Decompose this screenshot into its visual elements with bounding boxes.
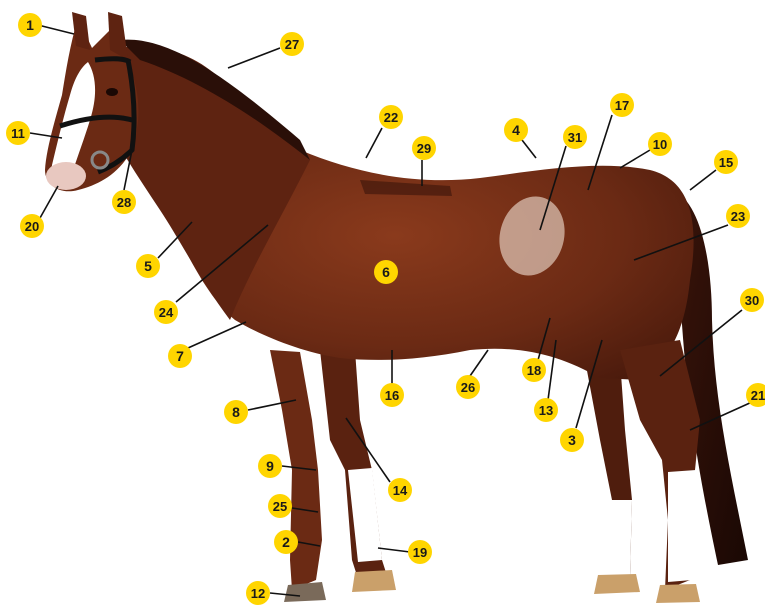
hoof-near-fore: [284, 582, 326, 602]
badge-number: 6: [382, 264, 390, 280]
badge-number: 28: [117, 195, 131, 210]
leader-26: [470, 350, 488, 376]
badge-15: 15: [714, 150, 738, 174]
leader-19: [378, 548, 410, 552]
badge-number: 9: [266, 458, 274, 474]
badge-26: 26: [456, 375, 480, 399]
badge-number: 13: [539, 403, 553, 418]
badge-number: 15: [719, 155, 733, 170]
badge-20: 20: [20, 214, 44, 238]
sock-far-hind: [610, 500, 632, 575]
badge-12: 12: [246, 581, 270, 605]
badge-number: 25: [273, 499, 287, 514]
badge-number: 10: [653, 137, 667, 152]
leader-22: [366, 128, 382, 158]
badge-18: 18: [522, 358, 546, 382]
badge-number: 20: [25, 219, 39, 234]
badge-number: 8: [232, 404, 240, 420]
badge-number: 16: [385, 388, 399, 403]
hoof-far-fore: [352, 570, 396, 592]
badge-29: 29: [412, 136, 436, 160]
leader-27: [228, 48, 280, 68]
leader-1: [38, 25, 74, 34]
badge-1: 1: [18, 13, 42, 37]
badge-24: 24: [154, 300, 178, 324]
badge-10: 10: [648, 132, 672, 156]
badge-number: 23: [731, 209, 745, 224]
hoof-far-hind: [594, 574, 640, 594]
sock-near-hind: [668, 470, 696, 582]
badge-22: 22: [379, 105, 403, 129]
badge-2: 2: [274, 530, 298, 554]
badge-number: 26: [461, 380, 475, 395]
badge-6: 6: [374, 260, 398, 284]
badge-4: 4: [504, 118, 528, 142]
badge-31: 31: [563, 125, 587, 149]
badge-7: 7: [168, 344, 192, 368]
badge-number: 5: [144, 258, 152, 274]
badge-number: 17: [615, 98, 629, 113]
badge-number: 2: [282, 534, 290, 550]
badge-number: 14: [393, 483, 408, 498]
badge-number: 4: [512, 122, 520, 138]
horse-eye: [106, 88, 118, 96]
leader-4: [522, 140, 536, 158]
badge-number: 12: [251, 586, 265, 601]
badge-16: 16: [380, 383, 404, 407]
badge-9: 9: [258, 454, 282, 478]
badge-13: 13: [534, 398, 558, 422]
hoof-near-hind: [656, 584, 700, 603]
badge-25: 25: [268, 494, 292, 518]
badge-23: 23: [726, 204, 750, 228]
badge-number: 7: [176, 348, 184, 364]
badge-27: 27: [280, 32, 304, 56]
badge-8: 8: [224, 400, 248, 424]
badge-number: 27: [285, 37, 299, 52]
badge-number: 30: [745, 293, 759, 308]
badge-number: 31: [568, 130, 582, 145]
badge-number: 22: [384, 110, 398, 125]
badge-number: 19: [413, 545, 427, 560]
leader-10: [620, 150, 650, 168]
badge-5: 5: [136, 254, 160, 278]
badge-11: 11: [6, 121, 30, 145]
badge-number: 1: [26, 17, 34, 33]
badge-3: 3: [560, 428, 584, 452]
leader-7: [188, 322, 246, 348]
leader-20: [40, 186, 58, 218]
badge-number: 18: [527, 363, 541, 378]
muzzle: [46, 162, 86, 190]
badge-number: 11: [11, 126, 25, 141]
leader-15: [690, 170, 716, 190]
badge-28: 28: [112, 190, 136, 214]
badge-number: 29: [417, 141, 431, 156]
horse-illustration: [45, 12, 748, 603]
badge-19: 19: [408, 540, 432, 564]
badge-number: 21: [751, 388, 765, 403]
badge-number: 24: [159, 305, 174, 320]
badge-14: 14: [388, 478, 412, 502]
badge-number: 3: [568, 432, 576, 448]
badge-30: 30: [740, 288, 764, 312]
badge-17: 17: [610, 93, 634, 117]
